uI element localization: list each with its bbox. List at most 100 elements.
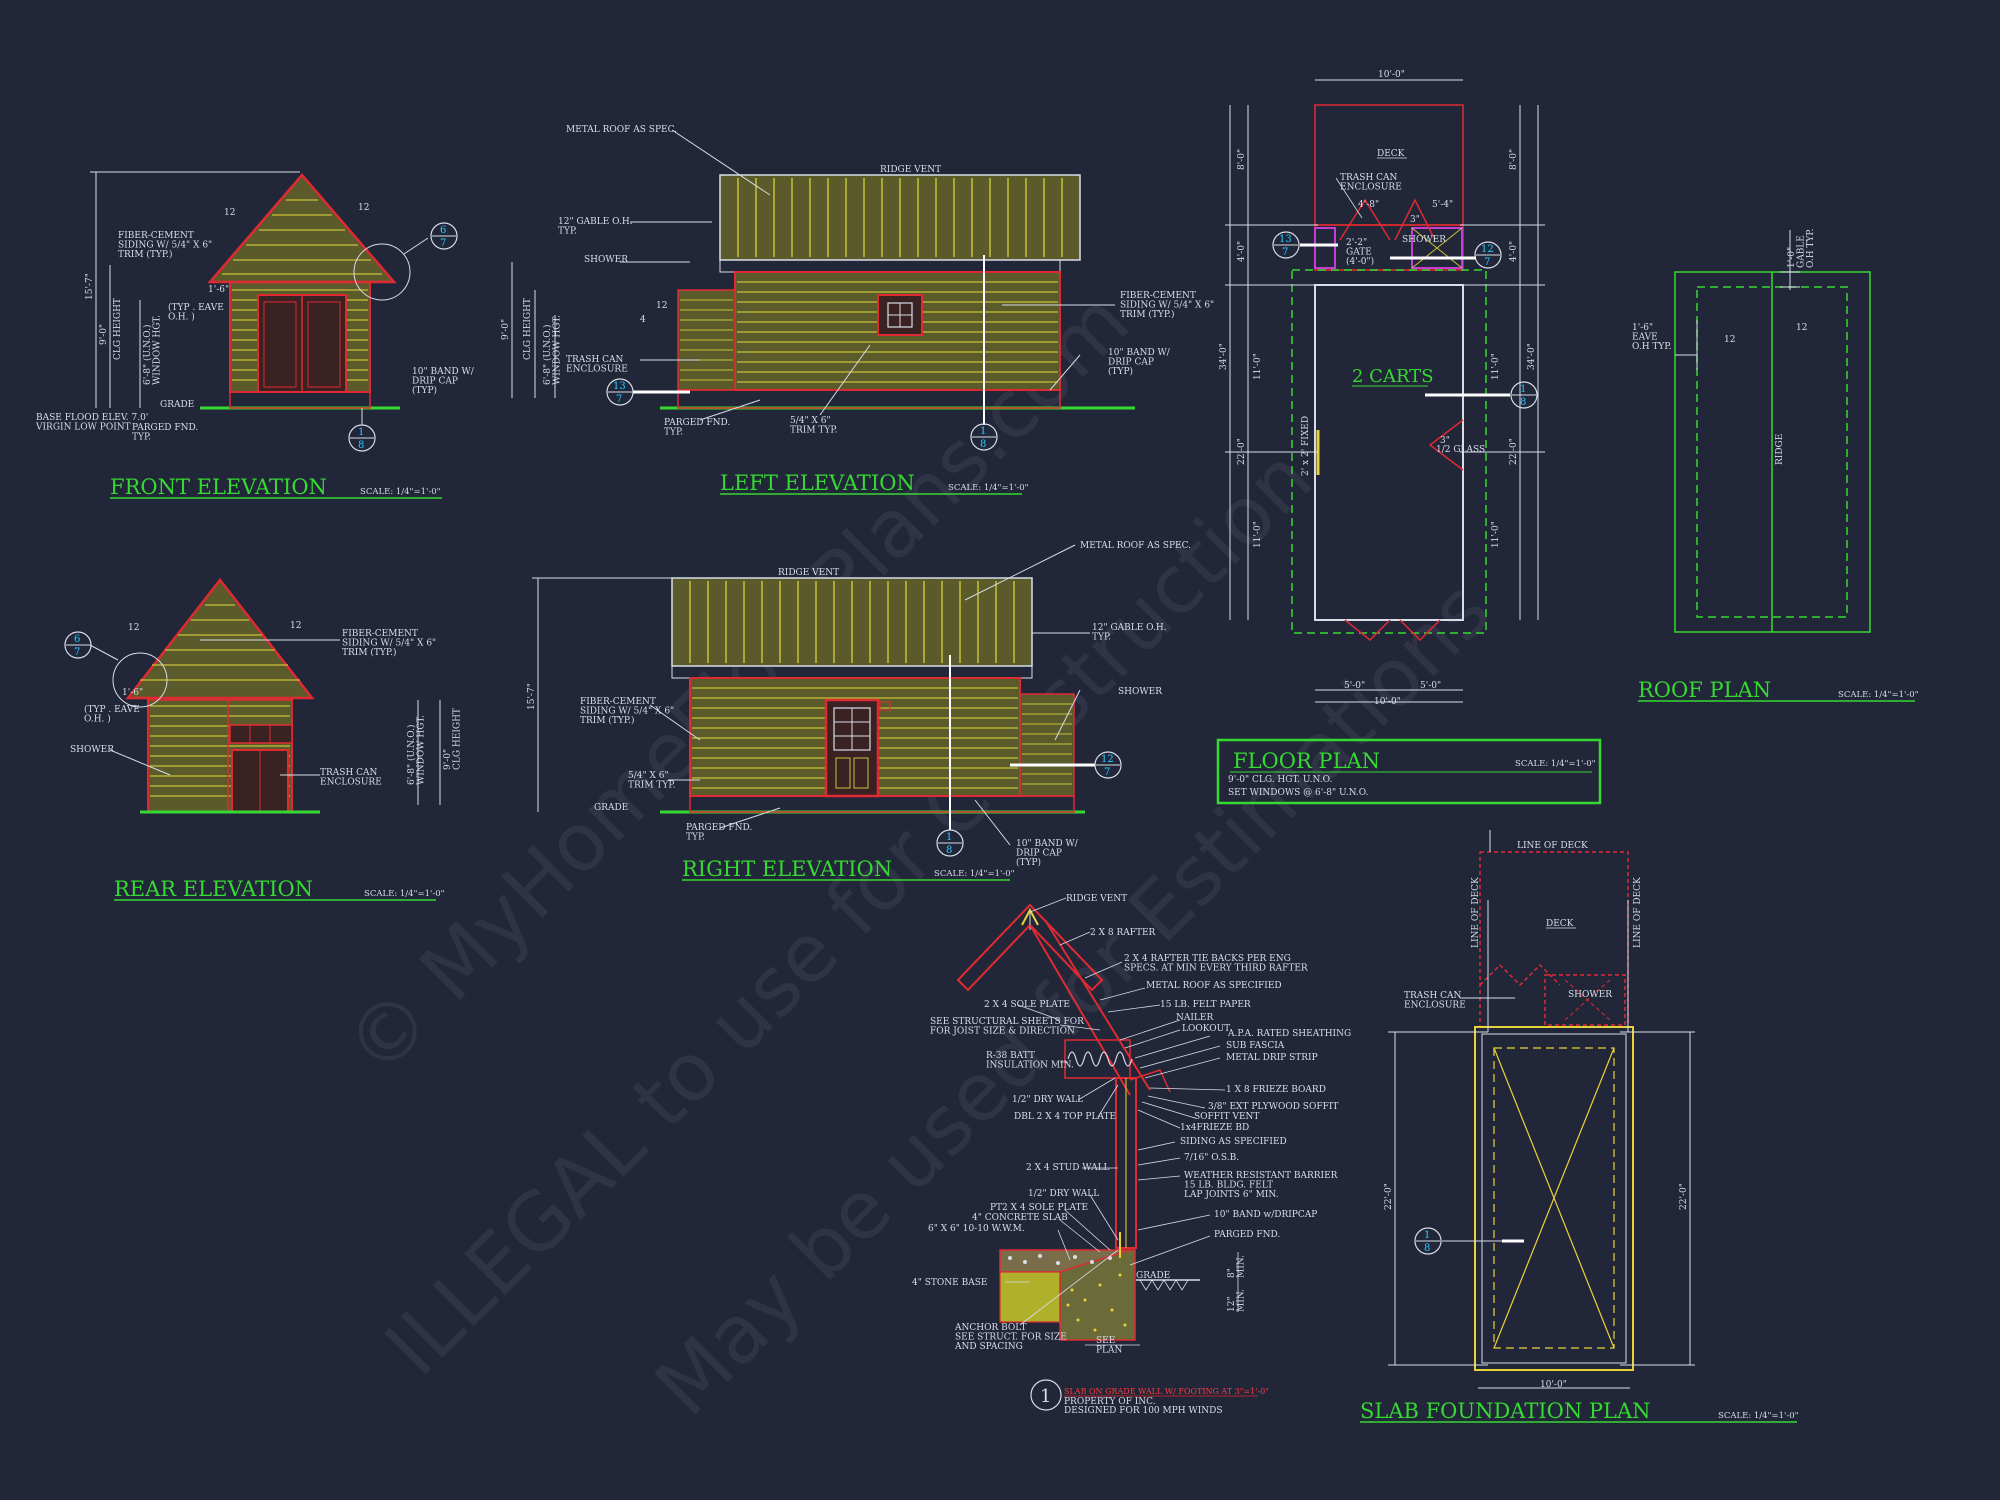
front-detail-circle bbox=[353, 243, 411, 301]
floor-dim-deck-right: 8'-0" bbox=[1509, 149, 1519, 170]
svg-text:1: 1 bbox=[946, 832, 952, 843]
svg-text:8: 8 bbox=[1424, 1243, 1430, 1254]
floor-dim-bottom-a: 5'-0" bbox=[1344, 681, 1365, 691]
rear-pitch-right: 12 bbox=[290, 621, 301, 631]
section-insulation bbox=[1064, 1039, 1131, 1079]
right-metal-roof-note: METAL ROOF AS SPEC. bbox=[1080, 541, 1191, 551]
svg-text:2 X 4 SOLE PLATE: 2 X 4 SOLE PLATE bbox=[984, 1000, 1070, 1010]
right-enclosure bbox=[1019, 693, 1075, 797]
left-shower-note: SHOWER bbox=[584, 255, 628, 265]
floor-gate-label: 2'-2"GATE(4'-0") bbox=[1346, 238, 1374, 267]
floor-room-label: 2 CARTS bbox=[1352, 366, 1434, 387]
left-elevation-scale: SCALE: 1/4"=1'-0" bbox=[948, 483, 1029, 493]
svg-text:6: 6 bbox=[74, 634, 80, 645]
rear-window-hgt: 6'-8" (U.N.O.)WINDOW HGT. bbox=[406, 715, 426, 785]
rear-elevation-scale: SCALE: 1/4"=1'-0" bbox=[364, 889, 445, 899]
floor-dim-enc-w-a: 4'-8" bbox=[1358, 200, 1379, 210]
section-leaders bbox=[1005, 897, 1239, 1346]
svg-text:7: 7 bbox=[1104, 767, 1110, 778]
floor-dim-bottom: 10'-0" bbox=[1374, 697, 1401, 707]
svg-text:1: 1 bbox=[1424, 1230, 1430, 1241]
front-flood-note: BASE FLOOD ELEV. 7.0'VIRGIN LOW POINT bbox=[35, 413, 148, 432]
right-elevation: METAL ROOF AS SPEC. RIDGE VENT 12" GABLE… bbox=[527, 541, 1191, 881]
left-trim-note: 5/4" X 6"TRIM TYP. bbox=[790, 416, 838, 435]
section-sub-2: DESIGNED FOR 100 MPH WINDS bbox=[1064, 1406, 1223, 1416]
roof-plan-title: ROOF PLAN bbox=[1638, 678, 1771, 702]
right-callout-1-8: 1 8 bbox=[936, 655, 964, 857]
svg-text:6" X 6" 10-10 W.W.M.: 6" X 6" 10-10 W.W.M. bbox=[928, 1224, 1025, 1234]
rear-callout-6-7: 6 7 bbox=[64, 631, 92, 659]
floor-dim-mid-right: 11'-0" bbox=[1491, 353, 1501, 380]
floor-callout-12-7: 12 7 bbox=[1390, 241, 1502, 269]
svg-text:RIDGE VENT: RIDGE VENT bbox=[1066, 894, 1127, 904]
floor-dim-mid-left: 11'-0" bbox=[1253, 353, 1263, 380]
slab-deck-line bbox=[1479, 851, 1629, 1028]
slab-line-of-deck-top: LINE OF DECK bbox=[1517, 841, 1588, 851]
svg-text:GRADE: GRADE bbox=[1136, 1271, 1170, 1281]
floor-shower bbox=[1411, 227, 1463, 269]
rear-pitch-left: 12 bbox=[128, 623, 139, 633]
left-pitch-a: 12 bbox=[656, 301, 667, 311]
rear-overhang: 1'-6" bbox=[122, 688, 143, 698]
rear-clg-height: 9'-0"CLG HEIGHT bbox=[443, 708, 462, 770]
right-callout-12-7: 12 7 bbox=[1010, 751, 1122, 779]
floor-dim-small-2: 3" bbox=[1440, 436, 1450, 446]
slab-line-of-deck-right: LINE OF DECK bbox=[1633, 877, 1643, 948]
svg-text:12: 12 bbox=[1481, 244, 1494, 255]
svg-text:13: 13 bbox=[613, 381, 626, 392]
left-window-hgt: 6'-8" (U.N.O.)WINDOW HGT. bbox=[542, 315, 562, 385]
roof-pitch-right: 12 bbox=[1796, 323, 1807, 333]
floor-plan-title: FLOOR PLAN bbox=[1233, 749, 1380, 773]
svg-text:1/2" DRY WALL: 1/2" DRY WALL bbox=[1012, 1095, 1083, 1105]
left-clg-height: CLG HEIGHT bbox=[523, 298, 533, 360]
svg-text:METAL ROOF AS SPECIFIED: METAL ROOF AS SPECIFIED bbox=[1146, 981, 1282, 991]
svg-text:1: 1 bbox=[980, 426, 986, 437]
slab-deck-label: DECK bbox=[1546, 919, 1574, 929]
front-pitch-right: 12 bbox=[358, 203, 369, 213]
floor-dim-enc-right: 4'-0" bbox=[1509, 241, 1519, 262]
front-dim-clg: 9'-0" bbox=[99, 324, 109, 345]
svg-text:7: 7 bbox=[440, 238, 446, 249]
svg-text:8: 8 bbox=[980, 439, 986, 450]
floor-title-box bbox=[1216, 738, 1602, 805]
svg-text:NAILER: NAILER bbox=[1176, 1013, 1213, 1023]
left-elevation: METAL ROOF AS SPEC. RIDGE VENT 12" GABLE… bbox=[501, 125, 1214, 495]
roof-pitch-left: 12 bbox=[1724, 335, 1735, 345]
svg-text:LOOKOUT: LOOKOUT bbox=[1182, 1024, 1230, 1034]
front-elevation: 15'-7" 9'-0" CLG HEIGHT 6'-8" (U.N.O.)WI… bbox=[35, 171, 475, 499]
svg-text:7: 7 bbox=[1484, 257, 1490, 268]
floor-plan: 10'-0" 10'-0" 5'-0" 5'-0" 34'-0" 34'-0" … bbox=[1216, 70, 1602, 805]
svg-text:6: 6 bbox=[440, 225, 446, 236]
svg-text:10" BAND w/DRIPCAP: 10" BAND w/DRIPCAP bbox=[1214, 1210, 1317, 1220]
svg-text:7: 7 bbox=[1282, 247, 1288, 258]
svg-text:2 X 8 RAFTER: 2 X 8 RAFTER bbox=[1090, 928, 1156, 938]
svg-text:4" CONCRETE SLAB: 4" CONCRETE SLAB bbox=[972, 1213, 1068, 1223]
left-callout-1-8: 1 8 bbox=[970, 255, 998, 451]
rear-elevation-title: REAR ELEVATION bbox=[114, 877, 313, 901]
front-window-hgt: 6'-8" (U.N.O.)WINDOW HGT. bbox=[142, 315, 162, 385]
slab-shower-label: SHOWER bbox=[1568, 990, 1612, 1000]
section-footing bbox=[1059, 1249, 1136, 1341]
left-gable-oh: 12" GABLE O.H.TYP. bbox=[558, 217, 633, 236]
svg-text:SIDING AS SPECIFIED: SIDING AS SPECIFIED bbox=[1180, 1137, 1287, 1147]
front-overhang: 1'-6" bbox=[208, 285, 229, 295]
floor-dim-left-total: 34'-0" bbox=[1219, 343, 1229, 370]
section-notes-left: 2 X 4 SOLE PLATE SEE STRUCTURAL SHEETS F… bbox=[912, 1000, 1116, 1352]
floor-dim-enc-left: 4'-0" bbox=[1237, 241, 1247, 262]
svg-text:DBL 2 X 4 TOP PLATE: DBL 2 X 4 TOP PLATE bbox=[1014, 1112, 1116, 1122]
svg-text:1: 1 bbox=[358, 427, 364, 438]
floor-deck-label: DECK bbox=[1377, 149, 1405, 159]
slab-foundation-plan: LINE OF DECK LINE OF DECK LINE OF DECK D… bbox=[1360, 830, 1799, 1423]
svg-text:PARGED FND.: PARGED FND. bbox=[1214, 1230, 1280, 1240]
front-grade-label: GRADE bbox=[160, 400, 194, 410]
slab-line-of-deck-left: LINE OF DECK bbox=[1471, 877, 1481, 948]
floor-plan-note-1: 9'-0" CLG. HGT. U.N.O. bbox=[1228, 775, 1332, 785]
